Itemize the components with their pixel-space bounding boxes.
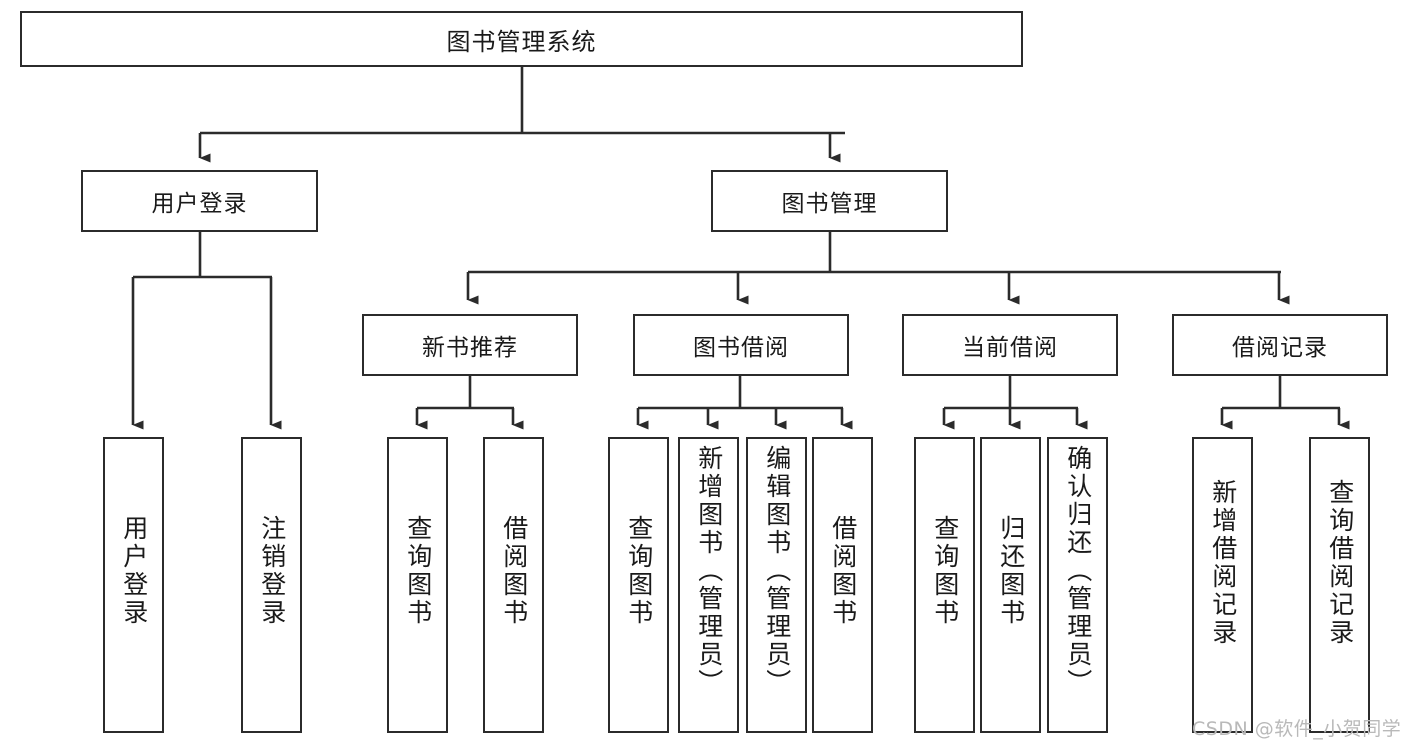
leaf-label: 查询借阅记录 (1325, 479, 1355, 647)
node-new-book-recommend[interactable]: 新书推荐 (362, 314, 578, 376)
leaf-user-login-logout[interactable]: 注销登录 (241, 437, 302, 733)
leaf-user-login-login[interactable]: 用户登录 (103, 437, 164, 733)
leaf-label: 确认归还（管理员） (1063, 445, 1093, 697)
leaf-current-confirm-return-admin[interactable]: 确认归还（管理员） (1047, 437, 1108, 733)
leaf-label: 借阅图书 (828, 515, 858, 627)
leaf-record-add-record[interactable]: 新增借阅记录 (1192, 437, 1253, 733)
leaf-record-query-record[interactable]: 查询借阅记录 (1309, 437, 1370, 733)
leaf-borrow-query-book[interactable]: 查询图书 (608, 437, 669, 733)
leaf-label: 查询图书 (624, 515, 654, 627)
leaf-label: 查询图书 (403, 515, 433, 627)
node-current-borrow[interactable]: 当前借阅 (902, 314, 1118, 376)
leaf-borrow-add-book-admin[interactable]: 新增图书（管理员） (678, 437, 739, 733)
leaf-borrow-edit-book-admin[interactable]: 编辑图书（管理员） (746, 437, 807, 733)
leaf-new-book-borrow[interactable]: 借阅图书 (483, 437, 544, 733)
leaf-label: 注销登录 (257, 515, 287, 627)
leaf-current-query-book[interactable]: 查询图书 (914, 437, 975, 733)
leaf-label: 新增借阅记录 (1208, 479, 1238, 647)
leaf-label: 新增图书（管理员） (694, 445, 724, 697)
leaf-label: 归还图书 (996, 515, 1026, 627)
leaf-new-book-query[interactable]: 查询图书 (387, 437, 448, 733)
leaf-label: 借阅图书 (499, 515, 529, 627)
node-borrow-record[interactable]: 借阅记录 (1172, 314, 1388, 376)
node-book-management[interactable]: 图书管理 (711, 170, 948, 232)
leaf-label: 查询图书 (930, 515, 960, 627)
leaf-label: 用户登录 (119, 515, 149, 627)
leaf-current-return-book[interactable]: 归还图书 (980, 437, 1041, 733)
leaf-borrow-borrow-book[interactable]: 借阅图书 (812, 437, 873, 733)
leaf-label: 编辑图书（管理员） (762, 445, 792, 697)
node-book-borrow[interactable]: 图书借阅 (633, 314, 849, 376)
node-root-book-management-system[interactable]: 图书管理系统 (20, 11, 1023, 67)
node-user-login[interactable]: 用户登录 (81, 170, 318, 232)
